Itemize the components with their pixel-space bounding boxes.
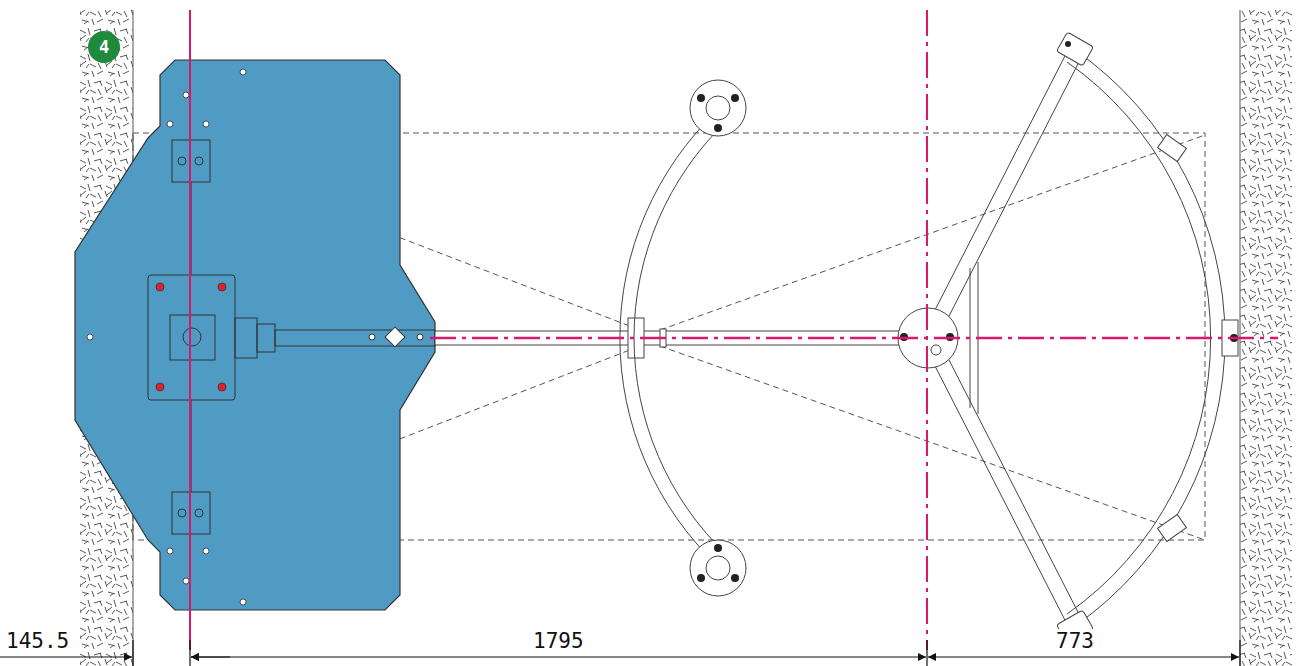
bolt-holes (87, 69, 246, 605)
dimension-text: 145.5 (4, 629, 71, 653)
callout-number: 4 (89, 32, 119, 62)
axis-lines (190, 10, 1278, 650)
dimension-text: 773 (1054, 629, 1096, 653)
hub-pin (931, 345, 941, 355)
callout-badge (88, 31, 120, 63)
dimension-text: 1795 (531, 629, 586, 653)
plate-details (148, 140, 435, 534)
base-plate (75, 60, 435, 610)
